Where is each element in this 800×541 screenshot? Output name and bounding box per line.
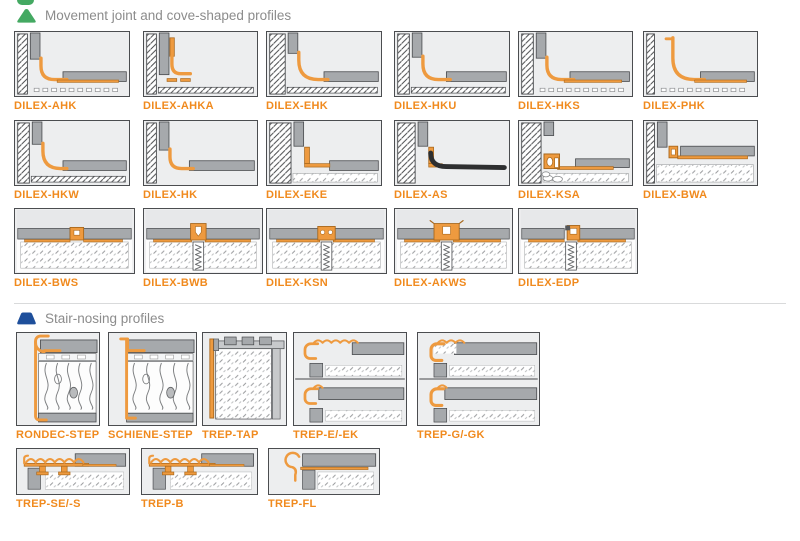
profile-diagram-trep-g-gk xyxy=(419,333,538,425)
profile-tile-dilex-hkw[interactable] xyxy=(14,120,130,186)
profile-tile-dilex-edp[interactable] xyxy=(518,208,638,274)
profile-diagram-dilex-akws xyxy=(396,209,511,273)
profile-label-dilex-eke[interactable]: DILEX-EKE xyxy=(266,189,328,201)
cropped-icon-fragment xyxy=(17,0,34,5)
profile-label-trep-fl[interactable]: TREP-FL xyxy=(268,498,317,510)
profile-tile-dilex-bws[interactable] xyxy=(14,208,135,274)
profile-tile-trep-g-gk[interactable] xyxy=(417,332,540,426)
profile-diagram-dilex-bwb xyxy=(145,209,261,273)
profile-tile-rondec-step[interactable] xyxy=(16,332,100,426)
profile-tile-dilex-hks[interactable] xyxy=(518,31,633,97)
section-header-movement-joint: Movement joint and cove-shaped profiles xyxy=(16,7,291,24)
section-divider xyxy=(14,303,786,304)
section-header-stair-nosing: Stair-nosing profiles xyxy=(16,311,164,326)
profile-tile-dilex-hk[interactable] xyxy=(143,120,258,186)
profile-diagram-trep-tap xyxy=(203,334,286,424)
profile-tile-dilex-ksn[interactable] xyxy=(266,208,387,274)
profile-diagram-schiene-step xyxy=(109,334,196,424)
profile-diagram-dilex-as xyxy=(396,121,508,185)
profile-diagram-dilex-ksa xyxy=(520,121,631,185)
profile-label-dilex-hku[interactable]: DILEX-HKU xyxy=(394,100,457,112)
profile-tile-dilex-ehk[interactable] xyxy=(266,31,382,97)
profile-label-dilex-phk[interactable]: DILEX-PHK xyxy=(643,100,705,112)
profile-diagram-trep-se-s xyxy=(19,449,127,494)
profile-diagram-dilex-edp xyxy=(520,209,636,273)
profile-diagram-dilex-hkw xyxy=(16,121,128,185)
profile-diagram-trep-fl xyxy=(271,449,377,494)
profile-tile-dilex-phk[interactable] xyxy=(643,31,758,97)
profile-tile-dilex-hku[interactable] xyxy=(394,31,510,97)
profile-diagram-dilex-bwa xyxy=(645,121,756,185)
profile-label-dilex-ksn[interactable]: DILEX-KSN xyxy=(266,277,328,289)
profile-label-dilex-ksa[interactable]: DILEX-KSA xyxy=(518,189,580,201)
profile-tile-trep-se-s[interactable] xyxy=(16,448,130,495)
profile-label-dilex-hkw[interactable]: DILEX-HKW xyxy=(14,189,80,201)
profile-label-dilex-bws[interactable]: DILEX-BWS xyxy=(14,277,79,289)
profile-label-rondec-step[interactable]: RONDEC-STEP xyxy=(16,429,100,441)
profile-diagram-trep-b xyxy=(144,449,255,494)
profile-diagram-dilex-ahk xyxy=(16,32,128,96)
profile-diagram-dilex-hk xyxy=(145,121,256,185)
profile-diagram-dilex-hku xyxy=(396,32,508,96)
profile-tile-dilex-as[interactable] xyxy=(394,120,510,186)
section-title-movement-joint: Movement joint and cove-shaped profiles xyxy=(45,8,292,23)
profile-label-dilex-ehk[interactable]: DILEX-EHK xyxy=(266,100,328,112)
profile-diagram-rondec-step xyxy=(17,334,99,424)
profile-tile-dilex-akws[interactable] xyxy=(394,208,513,274)
profile-label-trep-g-gk[interactable]: TREP-G/-GK xyxy=(417,429,485,441)
profile-label-trep-tap[interactable]: TREP-TAP xyxy=(202,429,259,441)
profile-tile-dilex-ksa[interactable] xyxy=(518,120,633,186)
profile-tile-dilex-bwb[interactable] xyxy=(143,208,263,274)
profile-label-dilex-bwa[interactable]: DILEX-BWA xyxy=(643,189,708,201)
profile-tile-dilex-eke[interactable] xyxy=(266,120,382,186)
profile-tile-dilex-ahka[interactable] xyxy=(143,31,258,97)
profile-label-dilex-as[interactable]: DILEX-AS xyxy=(394,189,448,201)
profile-diagram-dilex-ahka xyxy=(145,32,256,96)
profile-label-trep-b[interactable]: TREP-B xyxy=(141,498,184,510)
profile-label-dilex-edp[interactable]: DILEX-EDP xyxy=(518,277,580,289)
profile-diagram-dilex-ksn xyxy=(268,209,385,273)
blue-trapezoid-icon xyxy=(17,312,36,325)
profile-tile-trep-e-ek[interactable] xyxy=(293,332,407,426)
green-triangle-icon xyxy=(17,9,36,23)
profile-label-dilex-hk[interactable]: DILEX-HK xyxy=(143,189,198,201)
profile-label-dilex-ahka[interactable]: DILEX-AHKA xyxy=(143,100,214,112)
profile-tile-trep-fl[interactable] xyxy=(268,448,380,495)
profile-tile-trep-b[interactable] xyxy=(141,448,258,495)
profile-label-trep-se-s[interactable]: TREP-SE/-S xyxy=(16,498,81,510)
profile-label-dilex-hks[interactable]: DILEX-HKS xyxy=(518,100,580,112)
profile-diagram-dilex-eke xyxy=(268,121,380,185)
profile-label-schiene-step[interactable]: SCHIENE-STEP xyxy=(108,429,193,441)
profile-diagram-dilex-bws xyxy=(16,209,133,273)
profile-label-dilex-bwb[interactable]: DILEX-BWB xyxy=(143,277,209,289)
profile-diagram-dilex-ehk xyxy=(268,32,380,96)
profile-tile-dilex-ahk[interactable] xyxy=(14,31,130,97)
profile-diagram-dilex-phk xyxy=(645,32,756,96)
section-title-stair-nosing: Stair-nosing profiles xyxy=(45,311,165,326)
profile-label-dilex-ahk[interactable]: DILEX-AHK xyxy=(14,100,77,112)
profile-diagram-trep-e-ek xyxy=(295,333,405,425)
profile-tile-trep-tap[interactable] xyxy=(202,332,287,426)
profile-tile-schiene-step[interactable] xyxy=(108,332,197,426)
profile-diagram-dilex-hks xyxy=(520,32,631,96)
profile-tile-dilex-bwa[interactable] xyxy=(643,120,758,186)
profile-label-dilex-akws[interactable]: DILEX-AKWS xyxy=(394,277,467,289)
profile-label-trep-e-ek[interactable]: TREP-E/-EK xyxy=(293,429,359,441)
